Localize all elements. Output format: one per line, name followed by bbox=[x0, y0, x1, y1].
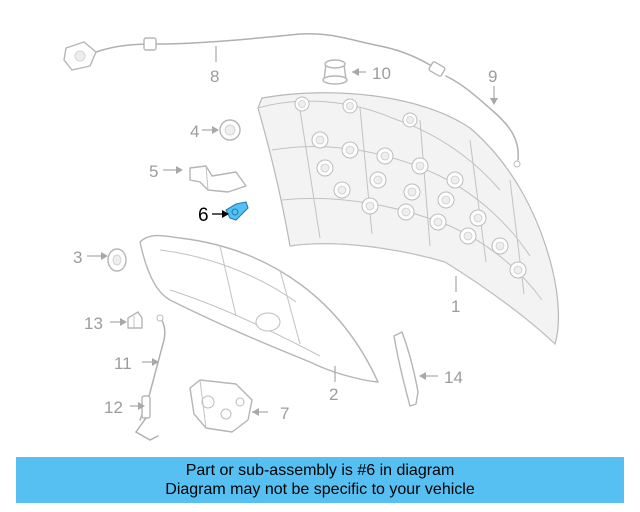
callout-10: 10 bbox=[372, 64, 391, 83]
part-info-banner: Part or sub-assembly is #6 in diagram Di… bbox=[16, 457, 624, 503]
hood-latch bbox=[189, 379, 253, 433]
callout-8: 8 bbox=[210, 67, 219, 86]
clip-part-6-highlighted bbox=[225, 201, 249, 221]
callout-9: 9 bbox=[488, 67, 497, 86]
callout-11: 11 bbox=[114, 354, 132, 373]
banner-line-1: Part or sub-assembly is #6 in diagram bbox=[185, 462, 455, 479]
hood-bracket bbox=[189, 165, 247, 193]
banner-line-2: Diagram may not be specific to your vehi… bbox=[165, 481, 475, 498]
hood-bosses bbox=[294, 96, 527, 279]
callout-4: 4 bbox=[190, 122, 199, 141]
callout-14: 14 bbox=[444, 368, 463, 387]
parts-diagram: 1 2 3 4 5 6 bbox=[63, 32, 560, 441]
hood-insulator bbox=[139, 234, 379, 383]
callout-7: 7 bbox=[280, 404, 289, 423]
hood-panel bbox=[257, 92, 560, 346]
cable-end bbox=[428, 61, 521, 168]
hood-cap bbox=[219, 119, 241, 141]
grommet bbox=[322, 59, 348, 85]
retainer-clip bbox=[127, 311, 143, 329]
callout-2: 2 bbox=[329, 385, 338, 404]
prop-rod bbox=[139, 314, 166, 421]
callout-6: 6 bbox=[198, 205, 209, 226]
callout-12: 12 bbox=[104, 398, 123, 417]
callout-1: 1 bbox=[451, 297, 460, 316]
hood-bumper-pad bbox=[107, 248, 127, 272]
support-strut bbox=[134, 395, 159, 441]
callout-5: 5 bbox=[149, 162, 158, 181]
release-cable bbox=[63, 32, 439, 71]
callout-13: 13 bbox=[84, 314, 103, 333]
callout-3: 3 bbox=[73, 248, 82, 267]
hood-seal bbox=[393, 331, 419, 407]
